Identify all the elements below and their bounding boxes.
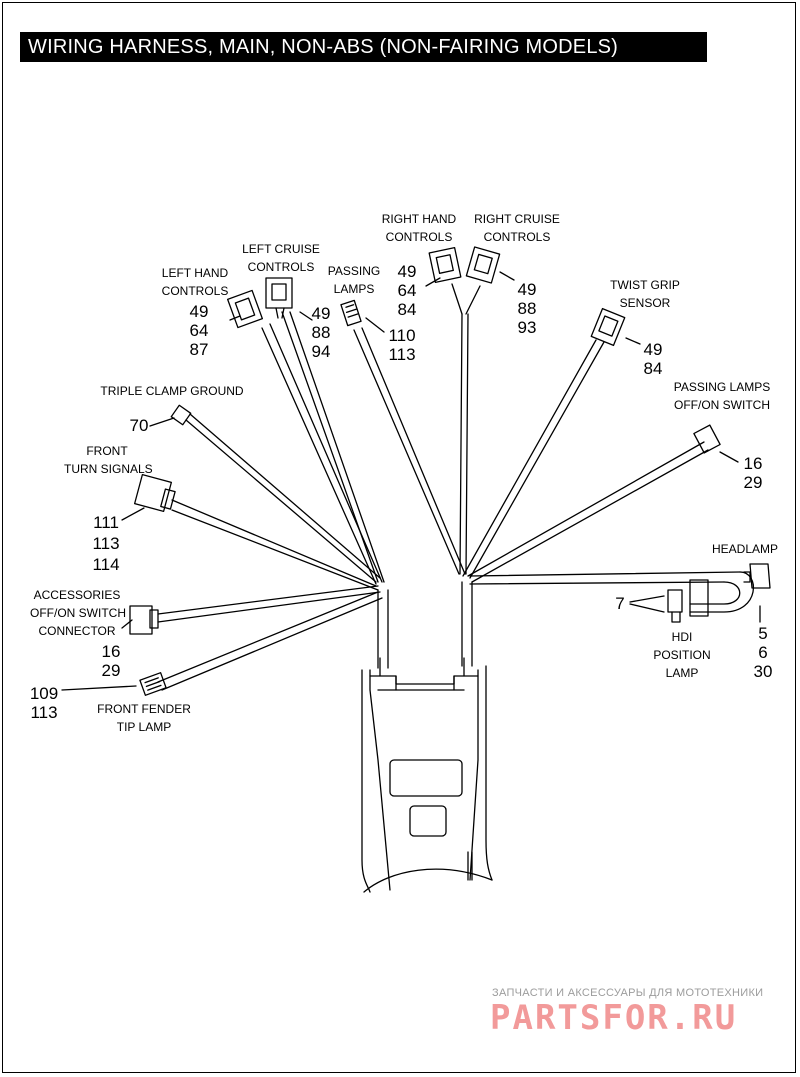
connector-right-hand-controls [428,246,462,284]
watermark-tagline: ЗАПЧАСТИ И АКСЕССУАРЫ ДЛЯ МОТОТЕХНИКИ [492,987,764,999]
triple-clamp-ground-parts: 70 [129,416,149,435]
connector-triple-clamp [170,404,192,426]
left-cruise-controls-parts: 49 88 94 [311,304,331,361]
connector-left-cruise-controls [265,277,293,319]
wire-fender-tip [157,591,383,691]
wire-right-hand-controls [451,283,469,575]
headlamp-label: HEADLAMP [712,542,779,556]
passing-lamps-switch-label: PASSING LAMPS OFF/ON SWITCH [673,380,771,412]
triple-clamp-ground-label: TRIPLE CLAMP GROUND [100,384,244,398]
connector-right-cruise-controls [465,246,501,284]
fork-frame [361,657,493,893]
connector-accessories [129,605,159,635]
connector-turn-signals [133,473,176,513]
wire-passing-lamps [353,327,466,575]
wire-left-cruise-controls [281,311,385,583]
twist-grip-sensor-label: TWIST GRIP SENSOR [610,278,680,310]
wire-twist-grip [462,339,605,579]
trunk-left [377,589,389,669]
passing-lamps-parts: 110 113 [388,326,416,364]
front-fender-tip-lamp-label: FRONT FENDER TIP LAMP [97,702,191,734]
wire-right-cruise-controls [465,285,481,315]
connector-fender-tip [139,672,167,696]
connector-twist-grip [590,307,626,347]
connector-left-hand-controls [227,289,263,329]
wire-headlamp [469,571,755,613]
connector-headlamp [743,563,771,589]
accessories-switch-parts: 16 29 [101,642,121,680]
front-fender-tip-lamp-parts: 109 113 [29,684,59,722]
hdi-position-lamp-part [667,579,709,623]
accessories-switch-label: ACCESSORIES OFF/ON SWITCH CONNECTOR [30,588,126,638]
watermark-logo: PARTSFOR.RU [490,998,738,1038]
right-cruise-controls-parts: 49 88 93 [517,280,537,337]
headlamp-parts: 5 6 30 [753,624,773,681]
page-title: WIRING HARNESS, MAIN, NON-ABS (NON-FAIRI… [20,32,707,62]
left-cruise-controls-label: LEFT CRUISE CONTROLS [242,242,320,274]
wire-accessories [157,585,381,623]
front-turn-signals-parts: 111 113 114 [92,513,120,574]
wire-triple-clamp [185,413,381,583]
wire-passing-switch [467,441,709,583]
hdi-position-lamp-parts: 7 [615,594,625,613]
front-turn-signals-label: FRONT TURN SIGNALS [64,444,153,476]
connector-passing-lamps [340,299,362,327]
connector-passing-switch [693,424,721,454]
twist-grip-sensor-parts: 49 84 [643,340,663,378]
wire-turn-signals [171,499,379,591]
hdi-position-lamp-label: HDI POSITION LAMP [653,630,711,680]
passing-lamps-label: PASSING LAMPS [327,264,381,296]
left-hand-controls-parts: 49 64 87 [189,302,209,359]
right-hand-controls-label: RIGHT HAND CONTROLS [381,212,457,244]
left-hand-controls-label: LEFT HAND CONTROLS [161,266,229,298]
passing-lamps-switch-parts: 16 29 [743,454,763,492]
right-cruise-controls-label: RIGHT CRUISE CONTROLS [474,212,560,244]
trunk-right [461,581,473,667]
right-hand-controls-parts: 49 64 84 [397,262,417,319]
